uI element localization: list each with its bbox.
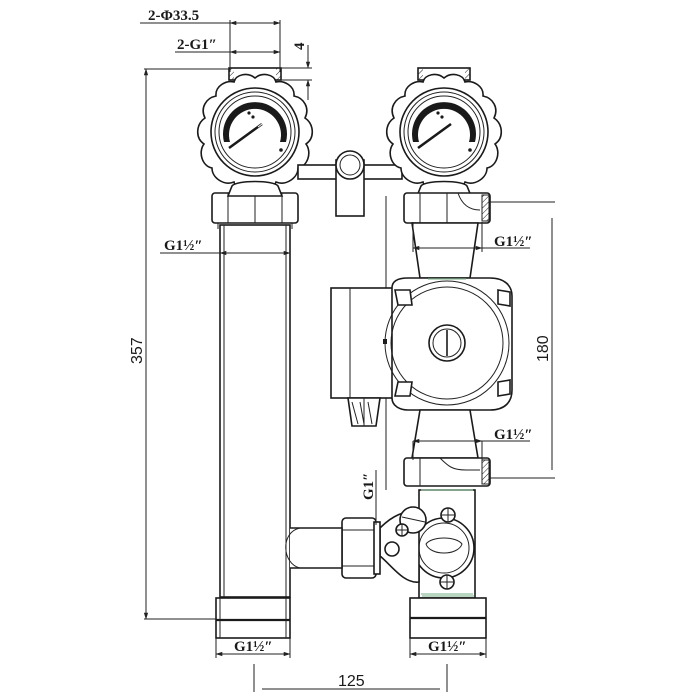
label-top-outlet-diameter: 2-Φ33.5	[148, 8, 199, 24]
circulation-pump	[330, 277, 513, 427]
label-pump-length: 180	[535, 335, 552, 362]
label-left-upper-thread: G1½″	[164, 238, 203, 254]
label-bottom-right-thread: G1½″	[428, 639, 467, 655]
right-thermometer-valve	[385, 67, 503, 197]
right-upper-union-nut	[403, 192, 491, 224]
label-bottom-left-thread: G1½″	[234, 639, 273, 655]
screw-icon	[439, 574, 455, 590]
gauge-needle	[417, 122, 452, 150]
pump-outlet-taper	[411, 409, 479, 459]
screw-icon	[440, 507, 456, 523]
gauge-dial-icon	[223, 102, 287, 142]
label-center-distance: 125	[338, 673, 365, 690]
left-thermometer-valve	[196, 67, 314, 197]
label-top-offset: 4	[292, 42, 308, 50]
left-return-pipe	[215, 224, 291, 639]
label-overall-height: 357	[129, 337, 146, 364]
right-lower-union-nut	[403, 457, 491, 487]
left-union-nut	[211, 192, 299, 229]
mounting-bracket	[297, 150, 403, 217]
right-bottom-thread	[409, 595, 487, 639]
label-right-lower-thread: G1½″	[494, 427, 533, 443]
screw-icon	[395, 523, 409, 537]
label-bypass-thread: G1″	[361, 473, 377, 500]
label-right-upper-thread: G1½″	[494, 234, 533, 250]
dimension-lines	[140, 20, 555, 692]
label-top-outlet-thread: 2-G1″	[177, 37, 217, 53]
gauge-needle	[228, 122, 263, 150]
mixing-valve	[285, 489, 476, 599]
gauge-dial-icon	[412, 102, 476, 142]
